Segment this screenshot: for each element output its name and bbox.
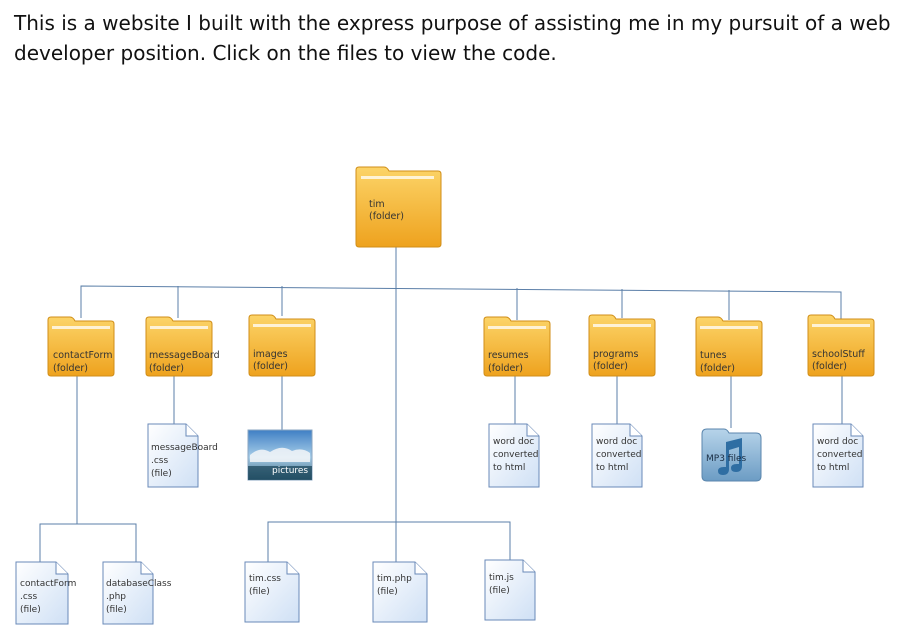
- file-type-label: (file): [151, 469, 172, 479]
- folder-type-label: (folder): [149, 363, 184, 374]
- music-folder-icon: [701, 428, 762, 482]
- folder-icon: [248, 314, 316, 377]
- file-label: .php: [106, 592, 126, 602]
- file-label: to html: [596, 463, 628, 473]
- folder-label: tim: [369, 199, 385, 210]
- intro-text: This is a website I built with the expre…: [14, 11, 891, 65]
- file-resumes-doc[interactable]: word doc converted to html: [488, 423, 540, 488]
- file-tim-css[interactable]: tim.css (file): [244, 561, 300, 623]
- file-label: word doc: [817, 437, 858, 447]
- file-icon: [147, 423, 199, 488]
- folder-icon: [145, 316, 213, 377]
- file-tim-php[interactable]: tim.php (file): [372, 561, 428, 623]
- mp3-files-folder[interactable]: MP3 files: [701, 428, 762, 482]
- file-icon: [244, 561, 300, 623]
- file-label: contactForm: [20, 579, 76, 589]
- file-label: to html: [493, 463, 525, 473]
- folder-label: programs: [593, 349, 639, 360]
- folder-resumes[interactable]: resumes (folder): [483, 316, 551, 377]
- file-label: word doc: [493, 437, 534, 447]
- file-label: to html: [817, 463, 849, 473]
- folder-tim[interactable]: tim (folder): [355, 166, 442, 248]
- connector-line: [267, 521, 511, 562]
- folder-tunes[interactable]: tunes (folder): [695, 316, 763, 377]
- file-label: tim.js: [489, 573, 514, 583]
- file-contactForm-css[interactable]: contactForm .css (file): [15, 561, 76, 625]
- file-icon: [372, 561, 428, 623]
- folder-type-label: (folder): [593, 361, 628, 372]
- folder-icon: [588, 314, 656, 377]
- folder-label: contactForm: [53, 350, 112, 361]
- folder-icon: [807, 314, 875, 377]
- file-tim-js[interactable]: tim.js (file): [484, 559, 536, 621]
- pictures-label: pictures: [272, 466, 308, 476]
- file-icon: [15, 561, 69, 625]
- file-label: tim.css: [249, 574, 281, 584]
- folder-icon: [355, 166, 442, 248]
- file-type-label: (file): [249, 587, 270, 597]
- folder-label: resumes: [488, 350, 529, 361]
- folder-type-label: (folder): [253, 361, 288, 372]
- connector-line: [39, 523, 137, 562]
- pictures-thumbnail[interactable]: pictures: [247, 429, 313, 481]
- file-label: converted: [493, 450, 539, 460]
- file-label: .css: [20, 592, 37, 602]
- folder-icon: [47, 316, 115, 377]
- folder-icon: [695, 316, 763, 377]
- file-databaseClass-php[interactable]: databaseClass .php (file): [102, 561, 172, 625]
- folder-label: messageBoard: [149, 350, 220, 361]
- file-programs-doc[interactable]: word doc converted to html: [591, 423, 643, 488]
- connector-lines: [39, 246, 843, 580]
- file-label: .css: [151, 456, 168, 466]
- folder-label: images: [253, 349, 288, 360]
- folder-images[interactable]: images (folder): [248, 314, 316, 377]
- folder-type-label: (folder): [700, 363, 735, 374]
- folder-messageBoard[interactable]: messageBoard (folder): [145, 316, 220, 377]
- folder-programs[interactable]: programs (folder): [588, 314, 656, 377]
- file-icon: [812, 423, 864, 488]
- file-icon: [484, 559, 536, 621]
- connector-line: [80, 285, 842, 320]
- folder-label: schoolStuff: [812, 349, 865, 360]
- folder-type-label: (folder): [812, 361, 847, 372]
- folder-type-label: (folder): [488, 363, 523, 374]
- file-type-label: (file): [377, 587, 398, 597]
- folder-contactForm[interactable]: contactForm (folder): [47, 316, 115, 377]
- file-label: converted: [817, 450, 863, 460]
- file-icon: [488, 423, 540, 488]
- file-type-label: (file): [489, 586, 510, 596]
- file-type-label: (file): [106, 605, 127, 615]
- folder-schoolStuff[interactable]: schoolStuff (folder): [807, 314, 875, 377]
- file-schoolStuff-doc[interactable]: word doc converted to html: [812, 423, 864, 488]
- file-label: messageBoard: [151, 443, 218, 453]
- file-type-label: (file): [20, 605, 41, 615]
- folder-label: tunes: [700, 350, 727, 361]
- mp3-files-label: MP3 files: [706, 454, 746, 464]
- file-label: converted: [596, 450, 642, 460]
- folder-icon: [483, 316, 551, 377]
- file-icon: [102, 561, 154, 625]
- file-icon: [591, 423, 643, 488]
- folder-type-label: (folder): [53, 363, 88, 374]
- music-note-icon: [718, 438, 742, 475]
- file-messageBoard-css[interactable]: messageBoard .css (file): [147, 423, 218, 488]
- file-label: word doc: [596, 437, 637, 447]
- file-label: databaseClass: [106, 579, 172, 589]
- folder-type-label: (folder): [369, 211, 404, 222]
- file-label: tim.php: [377, 574, 412, 584]
